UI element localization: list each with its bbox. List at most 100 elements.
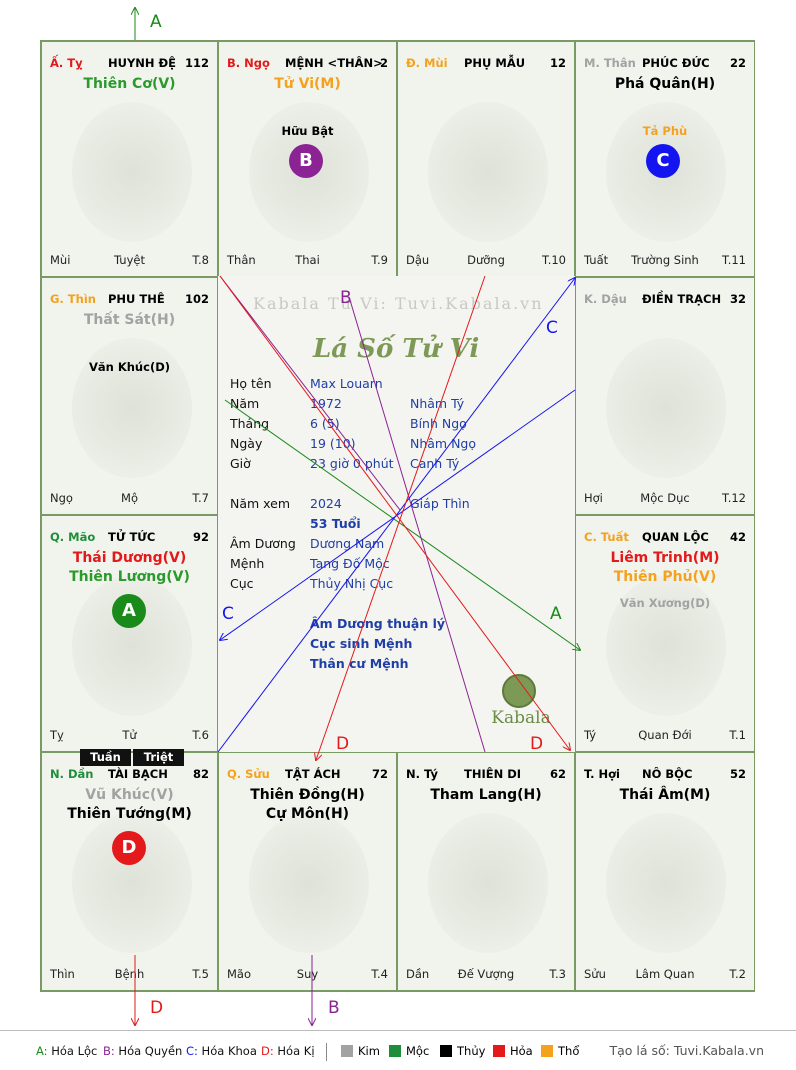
palace-number: 112 — [184, 56, 209, 70]
palace-name: MỆNH <THÂN> — [285, 56, 383, 70]
element-label: Mộc — [406, 1044, 430, 1058]
label-b-center: B — [340, 288, 352, 308]
palace-age: T.2 — [729, 967, 746, 981]
palace-number: 22 — [729, 56, 746, 70]
major-star: Vũ Khúc(V) — [85, 787, 174, 803]
info-note: Âm Dương thuận lý — [310, 616, 446, 631]
kabala-logo: Kabala — [486, 674, 556, 734]
palace-state: Bệnh — [114, 967, 145, 981]
palace-name: QUAN LỘC — [642, 530, 709, 544]
palace-name: ĐIỀN TRẠCH — [642, 292, 722, 306]
palace-number: 2 — [379, 56, 388, 70]
palace-name: PHÚC ĐỨC — [642, 56, 710, 70]
palace-stem: G. Thìn — [50, 292, 96, 306]
palace-stem: C. Tuất — [584, 530, 629, 544]
zodiac-animal-icon — [428, 813, 548, 953]
info-value-alt: Nhâm Ngọ — [410, 436, 477, 451]
label-d-right: D — [530, 734, 544, 754]
zodiac-animal-icon — [72, 102, 192, 242]
hoa-quyen-line-2 — [219, 275, 401, 511]
hoa-khoa-line-2 — [220, 389, 576, 640]
palace-branch: Thìn — [50, 967, 75, 981]
palace-stem: T. Hợi — [584, 767, 620, 781]
palace-state: Lâm Quan — [635, 967, 695, 981]
info-value-alt: Giáp Thìn — [410, 496, 470, 511]
palace-state: Quan Đới — [638, 728, 692, 742]
palace-branch: Dậu — [406, 253, 430, 267]
palace-branch: Sửu — [584, 967, 606, 981]
palace-state: Tử — [122, 728, 137, 742]
palace-stem: Đ. Mùi — [406, 56, 448, 70]
palace-stem: Ấ. Tỵ — [50, 56, 83, 70]
info-label: Âm Dương — [230, 536, 296, 551]
minor-star: Văn Xương(D) — [619, 596, 711, 610]
palace-age: T.4 — [371, 967, 388, 981]
palace-age: T.3 — [549, 967, 566, 981]
palace-age: T.12 — [722, 491, 746, 505]
info-row: 53 Tuổi — [230, 516, 565, 534]
palace-branch: Tý — [584, 728, 597, 742]
tuan-badge: Tuần — [80, 749, 131, 766]
tree-icon — [502, 674, 536, 708]
palace-age: T.9 — [371, 253, 388, 267]
logo-text: Kabala — [491, 708, 551, 728]
element-swatch — [493, 1045, 505, 1057]
palace-age: T.10 — [542, 253, 566, 267]
major-star: Liêm Trinh(M) — [610, 550, 720, 566]
info-value-alt: Canh Tý — [410, 456, 460, 471]
major-star: Tham Lang(H) — [430, 787, 542, 803]
major-star: Thiên Đồng(H) — [250, 787, 365, 803]
major-star: Thất Sát(H) — [83, 312, 176, 328]
palace-state: Tuyệt — [114, 253, 145, 267]
label-a-top: A — [150, 12, 162, 32]
palace-age: T.7 — [192, 491, 209, 505]
zodiac-animal-icon — [606, 576, 726, 716]
palace-name: PHU THÊ — [108, 292, 165, 306]
legend-text: Hóa Quyền — [114, 1044, 183, 1058]
major-star: Thiên Phủ(V) — [613, 569, 717, 585]
zodiac-animal-icon — [249, 813, 369, 953]
major-star: Thái Âm(M) — [619, 787, 711, 803]
palace-branch: Thân — [227, 253, 256, 267]
zodiac-animal-icon — [606, 338, 726, 478]
palace-state: Mộ — [121, 491, 138, 505]
element-label: Hỏa — [510, 1044, 533, 1058]
palace-number: 62 — [549, 767, 566, 781]
info-label: Năm xem — [230, 496, 291, 511]
element-swatch — [389, 1045, 401, 1057]
minor-star: Hữu Bật — [281, 124, 334, 138]
hoa-quyen-line — [349, 299, 486, 753]
major-star: Thiên Tướng(M) — [67, 806, 192, 822]
legend-key: A: — [36, 1044, 48, 1058]
palace-stem: N. Dần — [50, 767, 94, 781]
palace-age: T.11 — [722, 253, 746, 267]
palace-stem: K. Dậu — [584, 292, 627, 306]
info-value: Max Louarn — [310, 376, 383, 391]
info-value-alt: Nhâm Tý — [410, 396, 465, 411]
element-swatch — [341, 1045, 353, 1057]
info-label: Tháng — [230, 416, 270, 431]
minor-star: Tả Phù — [642, 124, 688, 138]
element-swatch — [541, 1045, 553, 1057]
info-label: Năm — [230, 396, 260, 411]
legend-text: Hóa Lộc — [47, 1044, 98, 1058]
watermark: Kabala Tử Vi: Tuvi.Kabala.vn — [253, 294, 544, 313]
triet-badge: Triệt — [133, 749, 184, 766]
palace-age: T.8 — [192, 253, 209, 267]
hoa-ki-line-2 — [316, 275, 486, 760]
